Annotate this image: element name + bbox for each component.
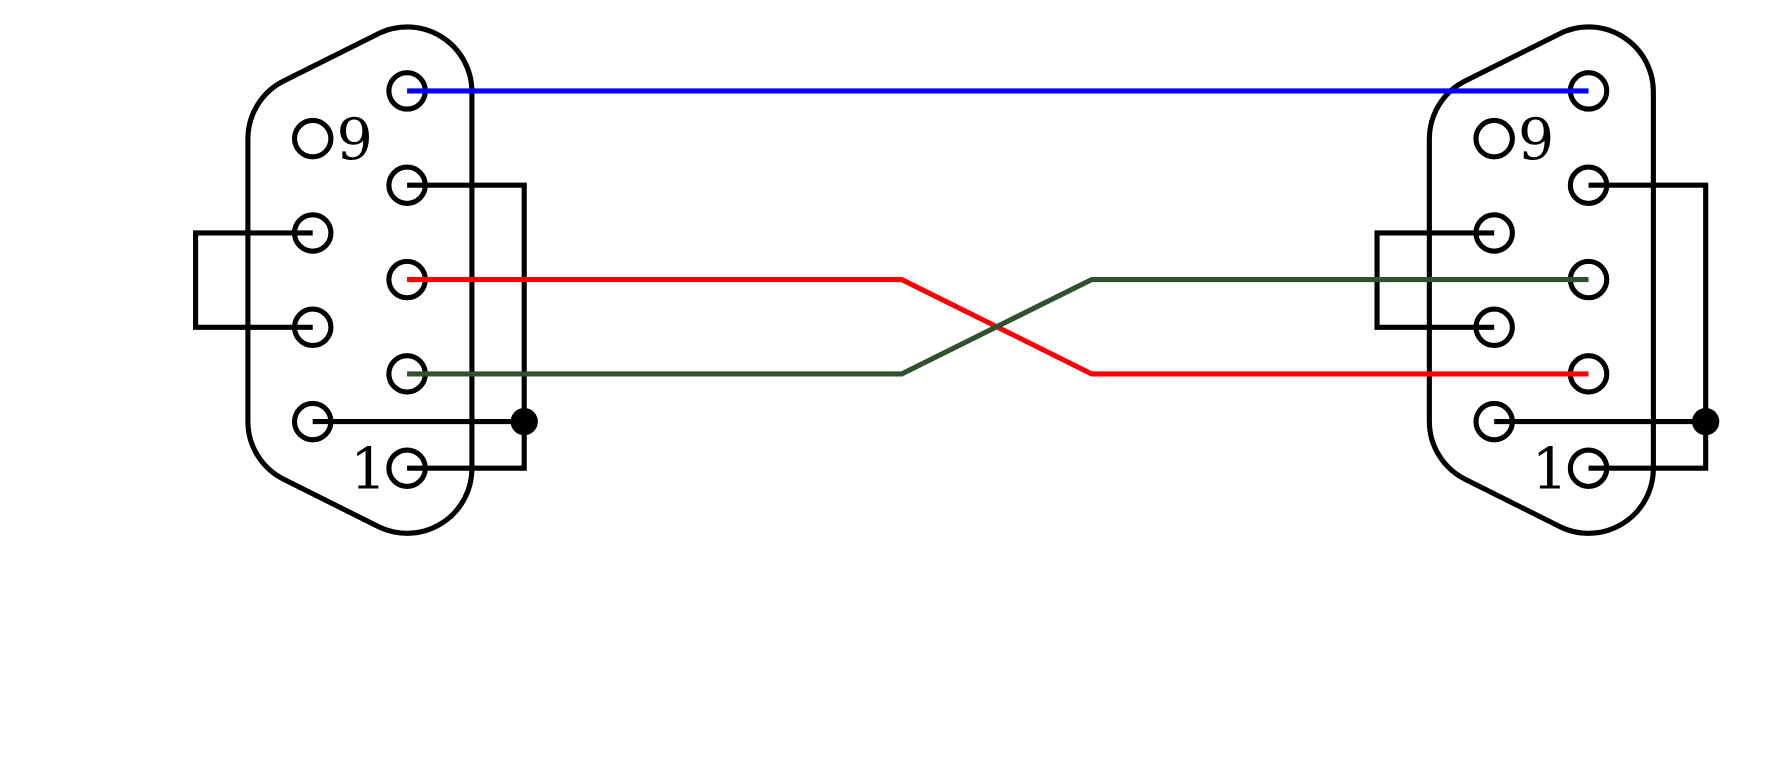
pin-upper-row <box>1567 164 1610 206</box>
junction-dot <box>510 407 538 436</box>
connector-shell <box>1426 24 1656 536</box>
pin1-label-right: 1 <box>1532 437 1568 503</box>
pin-lower-row <box>291 117 334 160</box>
pin-lower-row <box>1473 400 1515 443</box>
pin-upper-row <box>386 164 428 206</box>
pin9-label-right: 9 <box>1518 107 1554 173</box>
pin-lower-row <box>291 306 334 349</box>
jumper-wire-pin6-pin1 <box>1588 182 1709 471</box>
cross-wires <box>407 88 1589 377</box>
pin-upper-row <box>1567 447 1610 489</box>
jumper-wire-pin6-pin1 <box>407 182 527 471</box>
pin9-label-left: 9 <box>337 107 373 173</box>
pin-upper-row <box>386 447 428 489</box>
green-wire <box>407 277 1589 377</box>
pin-lower-row <box>291 400 334 443</box>
pin1-label-left: 1 <box>350 437 386 503</box>
loopback-wire <box>193 230 313 330</box>
pin-lower-row <box>1473 306 1515 349</box>
db9-connector-right <box>1374 24 1720 536</box>
junction-dot <box>1692 407 1720 436</box>
pin-lower-row <box>1473 117 1515 160</box>
pin-lower-row <box>1473 212 1515 254</box>
pin-lower-row <box>291 212 334 254</box>
connector-shell <box>245 24 475 536</box>
